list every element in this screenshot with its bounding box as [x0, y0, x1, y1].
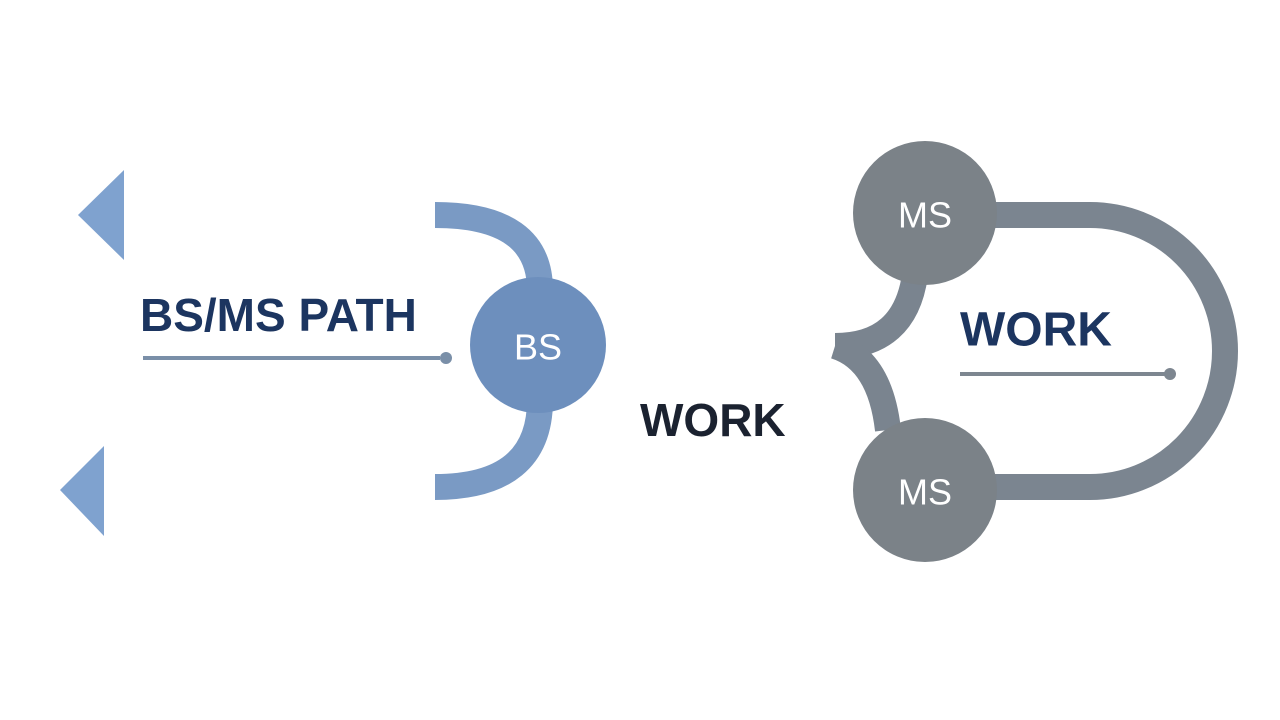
- top-arrow-head: [78, 170, 124, 260]
- work-right-underline-arrow: [960, 368, 1176, 380]
- bs-bottom-connector: [434, 399, 553, 500]
- work-middle-label: WORK: [640, 394, 786, 446]
- ms-bottom-node-label: MS: [898, 472, 952, 513]
- return-loop-path: [990, 202, 1238, 500]
- bs-ms-path-underline-arrow: [143, 352, 452, 364]
- ms-bottom-node: MS: [853, 418, 997, 562]
- branch-to-ms-top: [834, 272, 928, 359]
- work-right-label: WORK: [960, 304, 1112, 357]
- ms-top-node: MS: [853, 141, 997, 285]
- branch-to-ms-bottom: [830, 333, 901, 432]
- ms-top-node-label: MS: [898, 195, 952, 236]
- bs-node-label: BS: [514, 327, 562, 368]
- bs-ms-path-label: BS/MS PATH: [140, 289, 417, 341]
- bs-node: BS: [470, 277, 606, 413]
- bs-top-connector: [434, 202, 553, 291]
- bottom-arrow-head: [60, 446, 104, 536]
